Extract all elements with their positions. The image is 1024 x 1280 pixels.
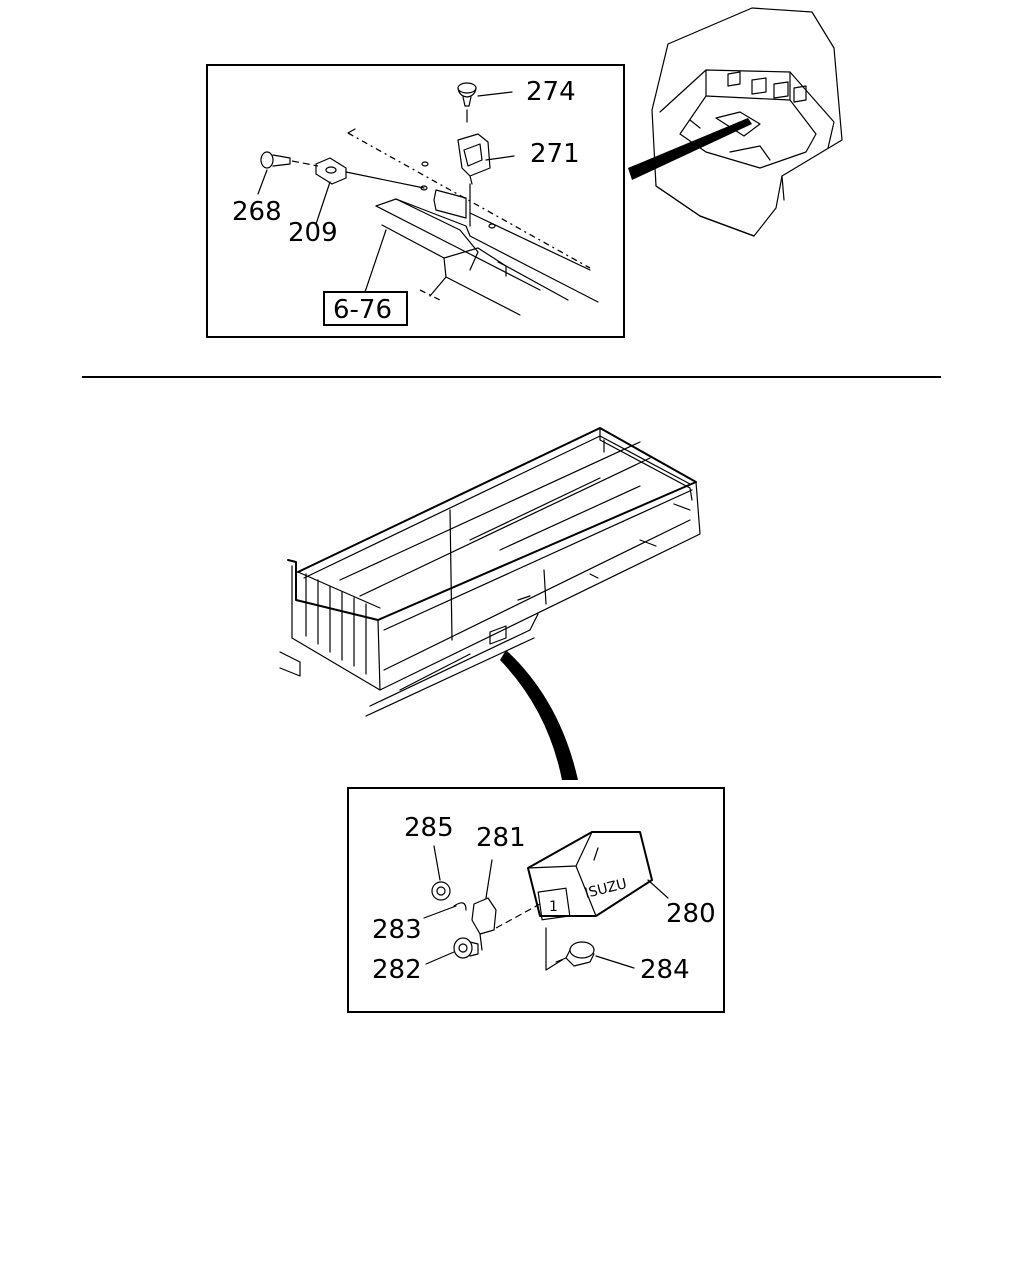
- marker-lamp-280-icon: 1 ISUZU: [527, 831, 669, 921]
- callout-280: 280: [666, 899, 716, 929]
- callout-268: 268: [232, 197, 282, 227]
- callout-282: 282: [372, 955, 422, 985]
- callout-283: 283: [372, 915, 422, 945]
- socket-281-icon: [471, 859, 541, 951]
- reference-box-label: 6-76: [333, 295, 392, 325]
- clip-nut-209-icon: [315, 157, 425, 225]
- top-detail-panel: 274 271 268 209 6-76: [206, 64, 625, 338]
- truck-body-drawing: [279, 427, 701, 717]
- callout-274: 274: [526, 77, 576, 107]
- bulb-284-icon: [555, 941, 635, 969]
- ref-leader-line: [364, 229, 387, 293]
- bottom-detail-panel: 1 ISUZU: [347, 787, 725, 1013]
- lamp-brand-text: ISUZU: [583, 876, 628, 902]
- callout-281: 281: [476, 823, 526, 853]
- screw-274-icon: [457, 82, 513, 123]
- roof-panel-drawing: [347, 128, 599, 316]
- nut-285-icon: [431, 845, 451, 901]
- screw-268-icon: [257, 151, 319, 195]
- top-pointer-arrow: [628, 118, 752, 180]
- reference-box: [323, 291, 408, 326]
- bottom-pointer-arrow: [500, 650, 578, 780]
- lamp-window-number: 1: [549, 899, 558, 915]
- callout-209: 209: [288, 218, 338, 248]
- washer-283-icon: [423, 902, 467, 919]
- cab-thumbnail: [651, 7, 843, 237]
- grommet-282-icon: [425, 937, 479, 965]
- callout-285: 285: [404, 813, 454, 843]
- callout-271: 271: [530, 139, 580, 169]
- callout-284: 284: [640, 955, 690, 985]
- clip-271-icon: [457, 133, 515, 227]
